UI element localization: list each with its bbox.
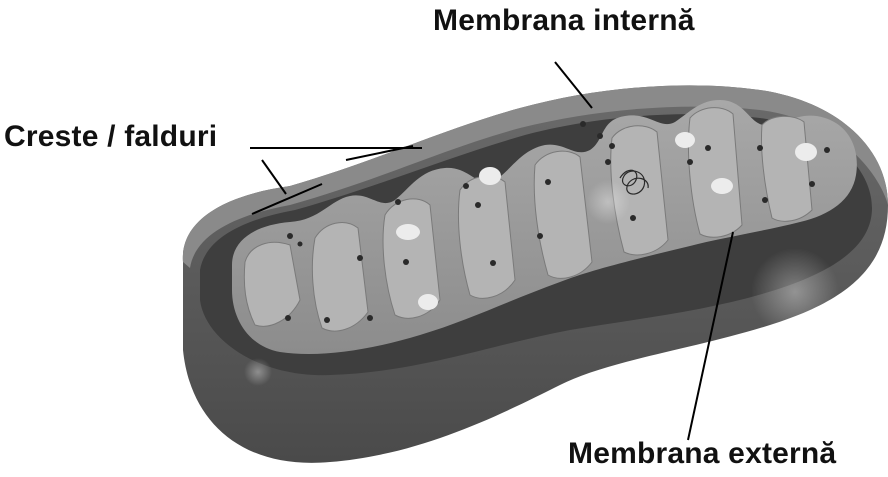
- crista-7: [688, 108, 742, 238]
- crista-4: [458, 176, 515, 298]
- highlight-glow-2: [244, 358, 272, 386]
- inner-membrane-label: Membrana internă: [433, 4, 695, 38]
- highlight-glow-1: [751, 248, 839, 336]
- crista-8: [761, 116, 812, 221]
- cristae-label: Creste / falduri: [4, 120, 217, 154]
- highlight-glow-3: [586, 180, 630, 224]
- outer-membrane-label: Membrana externă: [568, 437, 836, 471]
- crista-2: [312, 223, 368, 331]
